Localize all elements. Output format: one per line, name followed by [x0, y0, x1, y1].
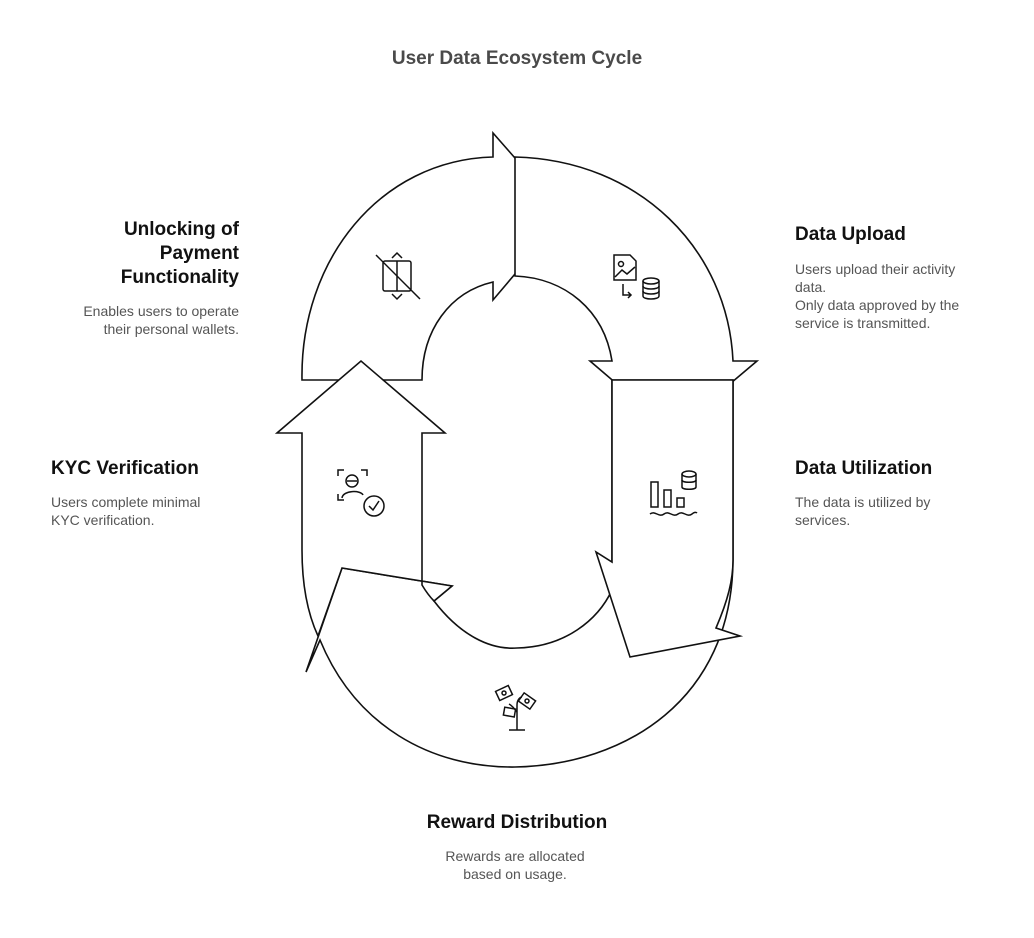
cycle-arrow-utilization — [514, 156, 760, 434]
money-plant-icon — [494, 684, 537, 731]
mobile-payment-disabled-icon — [375, 251, 421, 301]
step-description-data-upload: Users upload their activity data. Only d… — [795, 261, 960, 331]
data-lake-chart-icon — [649, 470, 698, 516]
diagram-title: User Data Ecosystem Cycle — [391, 48, 643, 69]
step-heading-kyc: KYC Verification — [51, 458, 199, 479]
step-description-unlocking: Enables users to operate their personal … — [83, 303, 239, 337]
image-to-database-icon — [613, 254, 660, 300]
step-description-reward: Rewards are allocated based on usage. — [445, 848, 585, 882]
step-heading-unlocking: Unlocking of Payment Functionality — [120, 219, 239, 288]
cycle-arrow-kyc — [274, 359, 454, 639]
face-verification-icon — [337, 469, 385, 517]
step-heading-data-upload: Data Upload — [795, 224, 906, 245]
cycle-arrow-upload — [301, 130, 567, 381]
cycle-arrow-reward — [594, 379, 744, 658]
step-heading-data-utilization: Data Utilization — [795, 458, 933, 479]
step-description-data-utilization: The data is utilized by services. — [795, 494, 931, 528]
step-heading-reward: Reward Distribution — [426, 812, 608, 833]
step-description-kyc: Users complete minimal KYC verification. — [51, 494, 201, 528]
